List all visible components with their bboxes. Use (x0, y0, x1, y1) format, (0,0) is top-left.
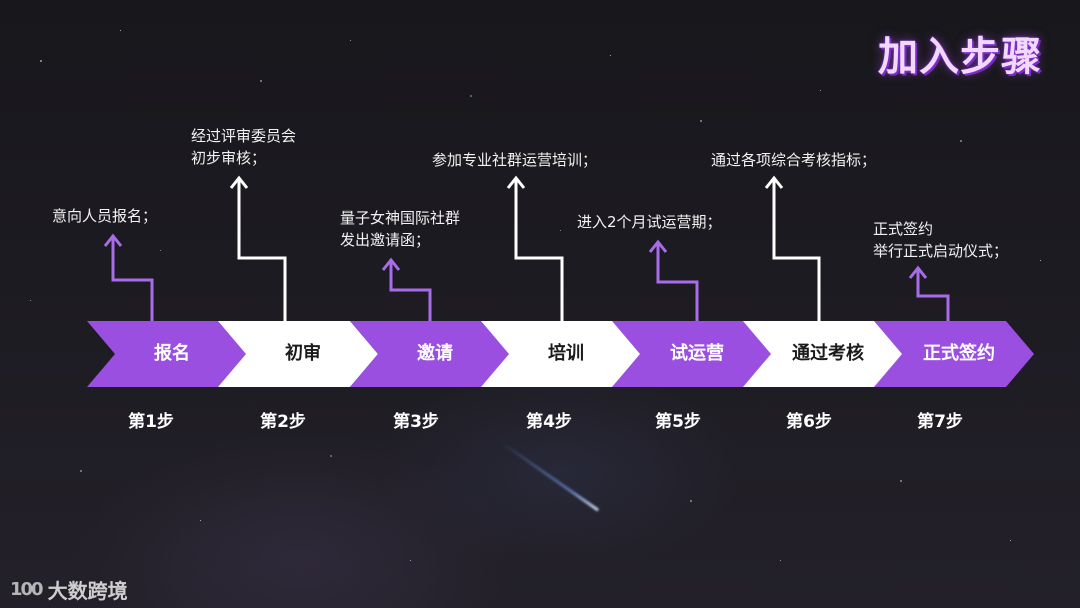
connector-arrow-6 (764, 175, 821, 321)
step-note-7: 正式签约 举行正式启动仪式； (873, 218, 1008, 262)
connector-arrow-1 (103, 233, 154, 321)
chevron-label-5: 试运营 (670, 343, 724, 364)
step-note-1: 意向人员报名； (52, 205, 157, 227)
brand-logo: 100 大数跨境 (10, 575, 128, 604)
step-note-2-line-1: 经过评审委员会 (191, 127, 297, 145)
logo-text: 大数跨境 (47, 579, 128, 603)
step-note-3: 量子女神国际社群 发出邀请函； (340, 207, 460, 251)
step-note-4: 参加专业社群运营培训； (432, 149, 597, 171)
connector-arrow-3 (381, 257, 432, 321)
connector-arrow-2 (229, 175, 287, 321)
step-number-1: 第1步 (128, 412, 174, 432)
step-number-5: 第5步 (655, 412, 701, 432)
chevron-step-6 (743, 321, 903, 387)
connector-arrow-5 (648, 239, 699, 321)
chevron-label-2: 初审 (285, 343, 321, 364)
chevron-step-1 (87, 321, 247, 387)
chevron-label-3: 邀请 (417, 343, 453, 364)
step-note-3-line-2: 发出邀请函； (340, 231, 431, 249)
step-number-2: 第2步 (260, 412, 306, 432)
step-number-4: 第4步 (526, 412, 572, 432)
chevron-label-4: 培训 (548, 343, 584, 364)
chevron-step-5 (612, 321, 772, 387)
step-note-4-line-1: 参加专业社群运营培训； (432, 151, 598, 169)
chevron-step-2 (218, 321, 378, 387)
step-note-2: 经过评审委员会 初步审核； (191, 125, 296, 169)
connector-arrow-7 (908, 265, 950, 321)
step-number-7: 第7步 (917, 412, 963, 432)
chevron-label-7: 正式签约 (923, 343, 995, 364)
step-note-6-line-1: 通过各项综合考核指标； (711, 151, 877, 169)
chevron-label-6: 通过考核 (792, 343, 864, 364)
step-note-3-line-1: 量子女神国际社群 (340, 209, 461, 227)
step-number-3: 第3步 (393, 412, 439, 432)
step-note-7-line-2: 举行正式启动仪式； (873, 242, 1009, 260)
chevron-step-7 (874, 321, 1034, 387)
chevron-step-3 (350, 321, 510, 387)
page-title: 加入步骤 (878, 34, 1042, 80)
connector-arrow-4 (506, 175, 564, 321)
chevron-step-4 (481, 321, 641, 387)
chevron-label-1: 报名 (154, 343, 190, 364)
step-note-5: 进入2个月试运营期； (577, 211, 722, 233)
step-note-1-line-1: 意向人员报名； (52, 207, 158, 225)
step-number-6: 第6步 (786, 412, 832, 432)
step-note-5-line-1: 进入2个月试运营期； (577, 213, 722, 231)
step-note-2-line-2: 初步审核； (191, 149, 267, 167)
step-note-6: 通过各项综合考核指标； (711, 149, 876, 171)
logo-mark: 100 (10, 579, 44, 600)
step-note-7-line-1: 正式签约 (873, 220, 934, 238)
